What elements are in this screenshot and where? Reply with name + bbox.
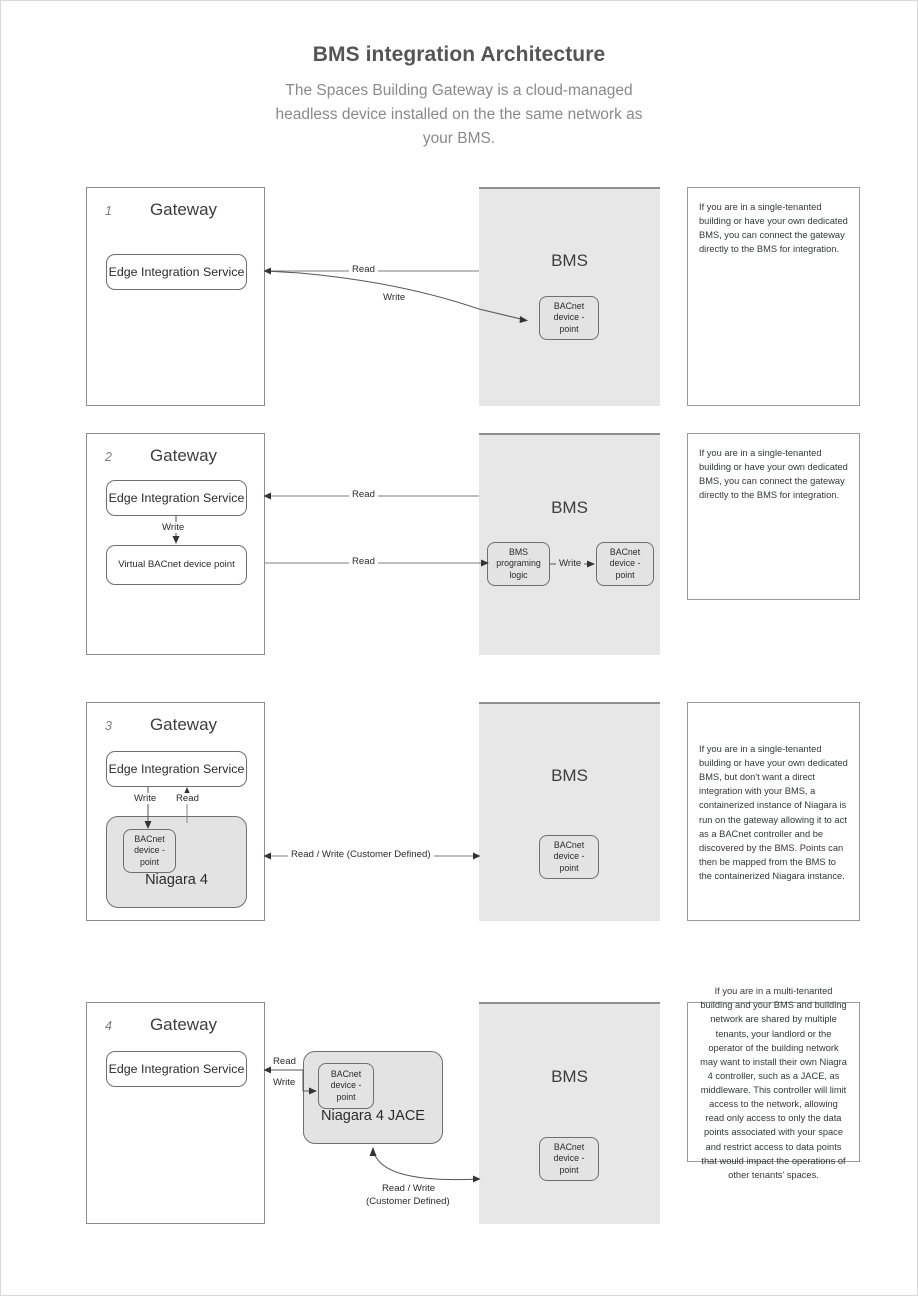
edge-integration-service-3[interactable]: Edge Integration Service xyxy=(106,751,247,787)
bms-label-3: BMS xyxy=(551,766,588,785)
gateway-box-4: 4 Gateway Edge Integration Service xyxy=(86,1002,265,1224)
bms-label-1: BMS xyxy=(551,251,588,270)
bacnet-device-point-3[interactable]: BACnet device - point xyxy=(539,835,599,879)
edge-integration-service-label-2: Edge Integration Service xyxy=(108,491,245,505)
bacnet-device-point-1[interactable]: BACnet device - point xyxy=(539,296,599,340)
bacnet-device-point-jace-4[interactable]: BACnet device - point xyxy=(318,1063,374,1109)
note-box-1: If you are in a single-tenanted building… xyxy=(687,187,860,406)
note-box-3: If you are in a single-tenanted building… xyxy=(687,702,860,921)
note-box-4: If you are in a multi-tenanted building … xyxy=(687,986,860,1180)
gateway-box-1: 1 Gateway Edge Integration Service xyxy=(86,187,265,406)
edge-integration-service-1[interactable]: Edge Integration Service xyxy=(106,254,247,290)
bms-box-2: BMS BMS programing logic BACnet device -… xyxy=(479,433,660,655)
bacnet-device-point-4[interactable]: BACnet device - point xyxy=(539,1137,599,1181)
connector-label-readwrite-line2-4: (Customer Defined) xyxy=(363,1196,453,1209)
bacnet-device-point-niagara-3[interactable]: BACnet device - point xyxy=(123,829,176,873)
bacnet-device-point-label-3: BACnet device - point xyxy=(553,839,585,873)
bms-programing-logic-2[interactable]: BMS programing logic xyxy=(487,542,550,586)
bms-box-1: BMS BACnet device - point xyxy=(479,187,660,406)
note-box-2: If you are in a single-tenanted building… xyxy=(687,433,860,600)
bacnet-device-point-2[interactable]: BACnet device - point xyxy=(596,542,654,586)
bacnet-device-point-niagara-label-3: BACnet device - point xyxy=(134,833,165,867)
connector-label-readwrite-3: Read / Write (Customer Defined) xyxy=(288,849,434,860)
gateway-header-4: 4 Gateway xyxy=(87,1015,266,1041)
virtual-bacnet-device-point-2[interactable]: Virtual BACnet device point xyxy=(106,545,247,585)
page-title: BMS integration Architecture xyxy=(312,43,606,66)
panel-1: 1 Gateway Edge Integration Service BMS B… xyxy=(0,187,918,406)
bms-box-3: BMS BACnet device - point xyxy=(479,702,660,921)
connector-label-readwrite-line1-4: Read / Write xyxy=(379,1183,439,1196)
note-text-1: If you are in a single-tenanted building… xyxy=(699,202,848,255)
edge-integration-service-label-1: Edge Integration Service xyxy=(108,265,245,279)
page-subtitle: The Spaces Building Gateway is a cloud-m… xyxy=(275,82,643,148)
connector-label-read-top-2: Read xyxy=(349,489,378,500)
connector-label-read-bottom-2: Read xyxy=(349,556,378,567)
panel-2: 2 Gateway Edge Integration Service Virtu… xyxy=(0,433,918,655)
gateway-header-1: 1 Gateway xyxy=(87,200,266,226)
connector-label-read-3: Read xyxy=(173,793,202,804)
bacnet-device-point-label-4: BACnet device - point xyxy=(553,1141,585,1175)
niagara-label-3: Niagara 4 xyxy=(145,872,208,888)
note-text-4: If you are in a multi-tenanted building … xyxy=(700,986,847,1180)
niagara-jace-label-4: Niagara 4 JACE xyxy=(321,1108,425,1124)
connector-label-write-4: Write xyxy=(273,1077,296,1088)
gateway-title-4: Gateway xyxy=(149,1015,218,1034)
panel-number-1: 1 xyxy=(105,204,112,218)
connector-label-write-3: Write xyxy=(131,793,160,804)
connector-label-write-bms-2: Write xyxy=(556,558,585,569)
edge-integration-service-2[interactable]: Edge Integration Service xyxy=(106,480,247,516)
bms-label-4: BMS xyxy=(551,1067,588,1086)
gateway-title-1: Gateway xyxy=(149,200,218,219)
edge-integration-service-4[interactable]: Edge Integration Service xyxy=(106,1051,247,1087)
edge-integration-service-label-4: Edge Integration Service xyxy=(108,1062,245,1076)
panel-number-2: 2 xyxy=(105,450,112,464)
gateway-header-2: 2 Gateway xyxy=(87,446,266,472)
bacnet-device-point-label-1: BACnet device - point xyxy=(553,300,585,334)
bms-label-2: BMS xyxy=(551,498,588,517)
panel-4: 4 Gateway Edge Integration Service Niaga… xyxy=(0,986,918,1224)
gateway-box-2: 2 Gateway Edge Integration Service Virtu… xyxy=(86,433,265,655)
gateway-header-3: 3 Gateway xyxy=(87,715,266,741)
connector-label-read-1: Read xyxy=(349,264,378,275)
panel-number-3: 3 xyxy=(105,719,112,733)
virtual-bacnet-device-point-label-2: Virtual BACnet device point xyxy=(118,558,235,570)
bms-programing-logic-label-2: BMS programing logic xyxy=(496,546,541,580)
panel-number-4: 4 xyxy=(105,1019,112,1033)
page-header: BMS integration Architecture The Spaces … xyxy=(259,42,659,151)
gateway-box-3: 3 Gateway Edge Integration Service Niaga… xyxy=(86,702,265,921)
connector-label-write-internal-2: Write xyxy=(159,522,188,533)
bacnet-device-point-label-2: BACnet device - point xyxy=(609,546,641,580)
connector-label-read-4: Read xyxy=(273,1056,296,1067)
note-text-2: If you are in a single-tenanted building… xyxy=(699,448,848,501)
panel-3: 3 Gateway Edge Integration Service Niaga… xyxy=(0,702,918,921)
gateway-title-3: Gateway xyxy=(149,715,218,734)
bacnet-device-point-jace-label-4: BACnet device - point xyxy=(330,1068,362,1102)
edge-integration-service-label-3: Edge Integration Service xyxy=(108,762,245,776)
note-text-3: If you are in a single-tenanted building… xyxy=(699,743,848,881)
connector-label-write-1: Write xyxy=(380,292,409,303)
bms-box-4: BMS BACnet device - point xyxy=(479,1002,660,1224)
connectors-4 xyxy=(263,1066,481,1183)
gateway-title-2: Gateway xyxy=(149,446,218,465)
